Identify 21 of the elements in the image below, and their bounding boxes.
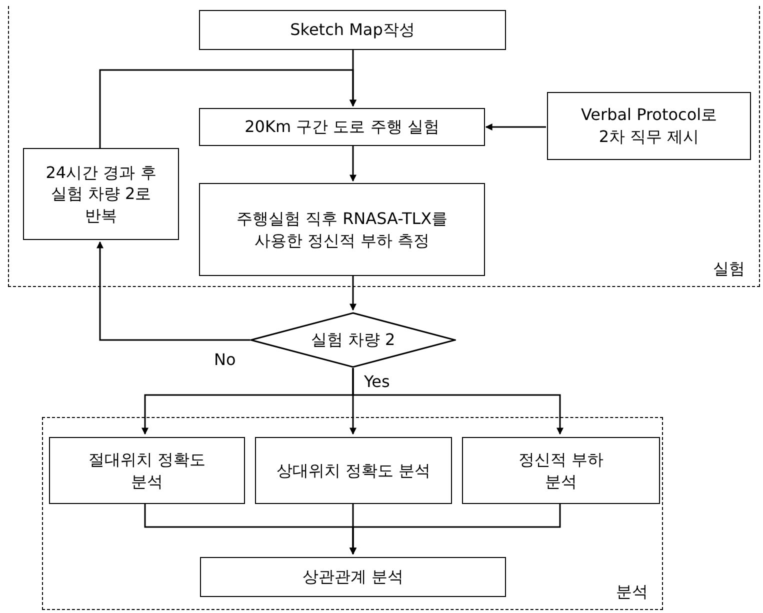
arrow — [350, 276, 356, 311]
process-box: 절대위치 정확도 분석 — [49, 437, 245, 504]
decision-diamond: 실험 차량 2 — [250, 312, 456, 368]
region-heading: 실험 — [713, 259, 745, 280]
arrow — [350, 146, 356, 182]
dashed-region — [8, 6, 760, 287]
process-box: 20Km 구간 도로 주행 실험 — [199, 108, 485, 146]
arrow — [99, 69, 356, 148]
process-box: 정신적 부하 분석 — [462, 437, 660, 504]
arrow — [350, 503, 561, 555]
process-box: Sketch Map작성 — [199, 10, 506, 50]
process-box: Verbal Protocol로 2차 직무 제시 — [547, 92, 751, 160]
arrow — [352, 368, 564, 435]
process-box: 24시간 경과 후 실험 차량 2로 반복 — [23, 148, 179, 240]
process-box: 상대위치 정확도 분석 — [255, 437, 452, 504]
arrow — [485, 124, 546, 130]
dashed-region — [42, 417, 663, 610]
process-box: 주행실험 직후 RNASA-TLX를 사용한 정신적 부하 측정 — [199, 183, 485, 276]
arrow — [96, 241, 250, 341]
process-box: 상관관계 분석 — [200, 557, 506, 597]
region-heading: 분석 — [616, 582, 648, 603]
